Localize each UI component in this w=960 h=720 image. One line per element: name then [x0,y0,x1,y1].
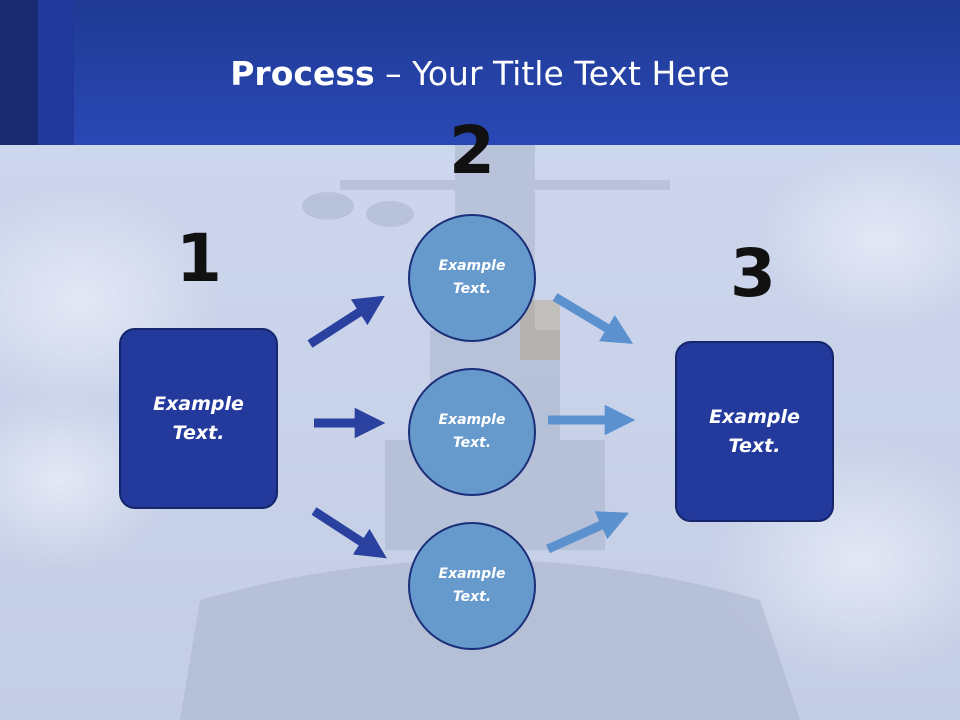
header-accent-stripe [38,0,74,145]
slide-title: Process – Your Title Text Here [0,52,960,96]
process-circle-middle: Example Text. [408,368,536,496]
input-box: Example Text. [119,328,278,509]
arrow-from-bottom [546,511,629,554]
header-accent-stripe [0,0,38,145]
title-bold-text: Process [230,54,375,93]
arrow-from-top [552,293,634,344]
step-number-3: 3 [730,235,776,312]
step-number-2: 2 [449,112,495,189]
title-rest-text: – Your Title Text Here [374,54,730,93]
step-number-1: 1 [176,220,222,297]
output-box: Example Text. [675,341,834,522]
process-circle-top: Example Text. [408,214,536,342]
arrow-to-bottom [311,507,387,559]
process-circle-bottom: Example Text. [408,522,536,650]
arrow-to-top [307,295,385,348]
title-bar [0,0,960,145]
